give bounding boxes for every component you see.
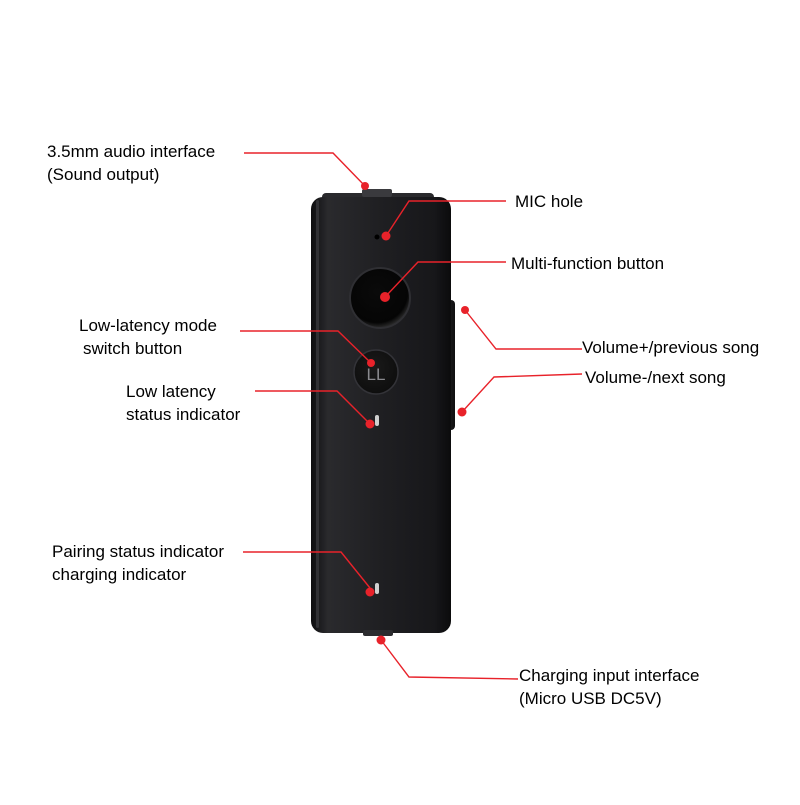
mic-hole-dot [374,234,380,240]
marker-pairing [365,587,375,597]
label-low-latency-status-line1: Low latency [126,382,216,401]
label-mic-hole-line1: MIC hole [515,192,584,211]
leader-multifunction [385,261,506,297]
label-volume-minus-line1: Volume-/next song [585,368,726,387]
leader-mic [385,200,506,237]
ll-button [353,349,399,395]
label-multifunction-line1: Multi-function button [511,254,665,273]
marker-multifunction [380,292,390,302]
label-low-latency-mode: Low-latency mode switch button [79,314,217,360]
low-latency-led [375,415,379,426]
label-low-latency-mode-line1: Low-latency mode [79,316,217,335]
device-body [311,197,451,633]
device-highlight [316,200,319,628]
leader-volume-minus [461,373,583,413]
leader-low-latency-mode [240,330,372,364]
marker-mic [381,231,391,241]
marker-dots [361,182,469,645]
marker-audio [361,182,369,190]
marker-volume-minus [457,407,467,417]
leader-volume-plus [464,309,582,350]
pairing-led [375,583,379,594]
label-charging-input-line2: (Micro USB DC5V) [519,689,662,708]
label-audio-interface-line2: (Sound output) [47,165,160,184]
label-audio-interface: 3.5mm audio interface (Sound output) [47,140,215,186]
label-audio-interface-line1: 3.5mm audio interface [47,142,216,161]
usb-port [363,630,393,636]
leader-lines [240,152,583,680]
marker-low-latency-status [365,419,375,429]
label-pairing-status-line1: Pairing status indicator [52,542,224,561]
label-mic-hole: MIC hole [515,190,583,213]
label-volume-plus: Volume+/previous song [582,336,759,359]
marker-charging [376,635,386,645]
label-multifunction: Multi-function button [511,252,664,275]
label-charging-input-line1: Charging input interface [519,666,700,685]
label-low-latency-mode-line2: switch button [83,339,183,358]
leader-low-latency-status [255,390,371,425]
ll-button-label: LL [367,365,386,384]
label-low-latency-status: Low latency status indicator [126,380,240,426]
leader-charging [380,639,519,680]
leader-audio [244,152,366,187]
label-volume-plus-line1: Volume+/previous song [582,338,760,357]
label-pairing-status: Pairing status indicator charging indica… [52,540,224,586]
audio-jack [362,189,392,197]
marker-low-latency-mode [367,359,375,367]
label-volume-minus: Volume-/next song [585,366,726,389]
label-charging-input: Charging input interface (Micro USB DC5V… [519,664,700,710]
leader-pairing [243,551,371,589]
multifunction-button [349,267,411,329]
label-pairing-status-line2: charging indicator [52,565,187,584]
label-low-latency-status-line2: status indicator [126,405,241,424]
marker-volume-plus [461,306,469,314]
